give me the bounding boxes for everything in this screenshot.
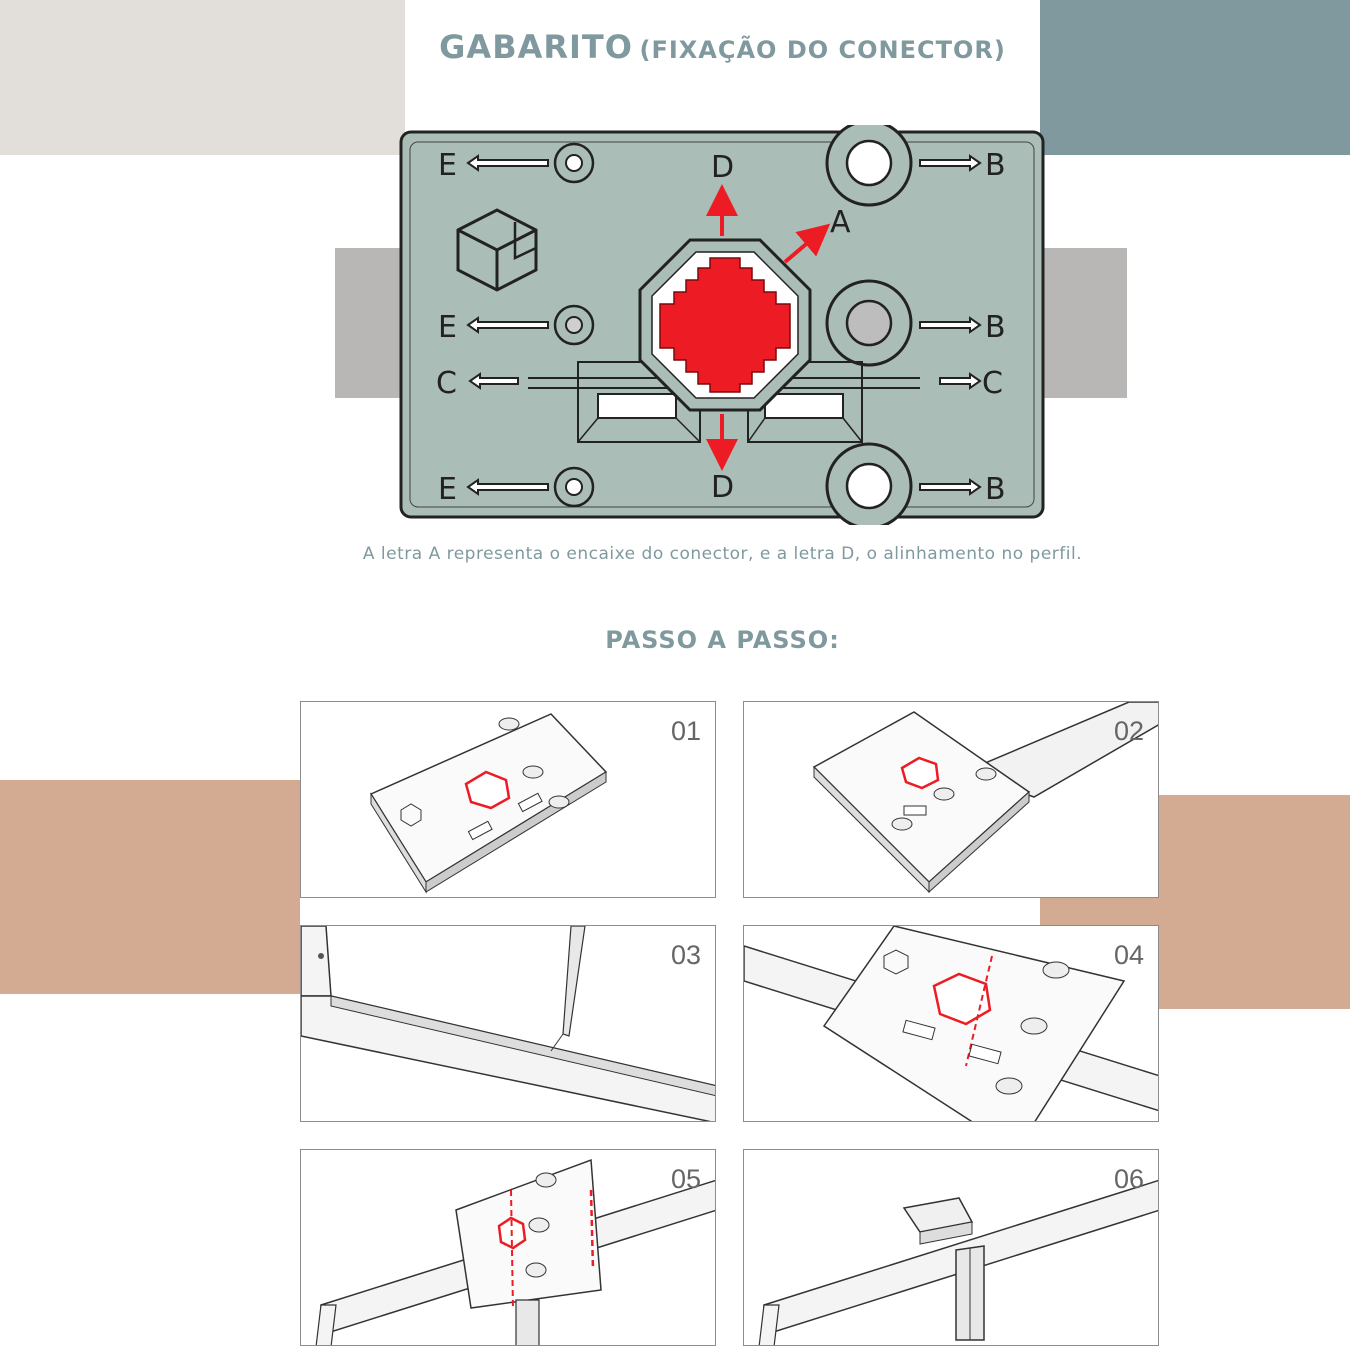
step-panel-06: 06 bbox=[743, 1149, 1159, 1346]
label-e: E bbox=[438, 472, 457, 507]
label-c: C bbox=[982, 366, 1003, 401]
step-05-illustration bbox=[315, 1158, 715, 1345]
label-b: B bbox=[985, 148, 1006, 183]
step-number: 05 bbox=[670, 1164, 701, 1194]
slot-left bbox=[597, 393, 677, 419]
grey-background-block-right bbox=[1042, 248, 1127, 398]
step-panel-05: 05 bbox=[300, 1149, 716, 1346]
label-e: E bbox=[438, 148, 457, 183]
step-03-illustration bbox=[301, 926, 715, 1121]
label-d-bottom: D bbox=[711, 470, 734, 505]
steps-heading: PASSO A PASSO: bbox=[605, 626, 840, 654]
grey-background-block-left bbox=[335, 248, 405, 398]
label-e: E bbox=[438, 310, 457, 345]
step-02-illustration bbox=[812, 702, 1158, 894]
title-detail: (FIXAÇÃO DO CONECTOR) bbox=[639, 36, 1006, 64]
step-panel-03: 03 bbox=[300, 925, 716, 1122]
step-01-illustration bbox=[369, 713, 608, 894]
small-hole bbox=[553, 142, 595, 184]
template-caption: A letra A representa o encaixe do conect… bbox=[362, 544, 1083, 564]
step-number: 04 bbox=[1113, 940, 1144, 970]
step-panel-04: 04 bbox=[743, 925, 1159, 1122]
teal-background-block bbox=[1040, 0, 1350, 155]
cube-logo-icon bbox=[456, 208, 538, 292]
step-number: 01 bbox=[670, 716, 701, 746]
label-a: A bbox=[830, 205, 851, 240]
connector-cross-red bbox=[659, 257, 791, 393]
title-main: GABARITO bbox=[439, 28, 633, 66]
small-hole bbox=[553, 466, 595, 508]
step-number: 03 bbox=[670, 940, 701, 970]
template-diagram: E E E C B B B C D D A bbox=[399, 125, 1045, 525]
beige-background-block bbox=[0, 0, 405, 155]
step-panel-01: 01 bbox=[300, 701, 716, 898]
label-b: B bbox=[985, 472, 1006, 507]
step-04-illustration bbox=[744, 926, 1158, 1121]
guide-boss bbox=[825, 279, 913, 367]
page-title: GABARITO (FIXAÇÃO DO CONECTOR) bbox=[405, 28, 1040, 66]
guide-boss bbox=[825, 442, 913, 525]
label-b: B bbox=[985, 310, 1006, 345]
salmon-background-block-left bbox=[0, 780, 300, 994]
step-number: 02 bbox=[1113, 716, 1144, 746]
arrow-a bbox=[783, 223, 831, 264]
label-d-top: D bbox=[711, 150, 734, 185]
guide-boss bbox=[825, 125, 913, 207]
step-number: 06 bbox=[1113, 1164, 1144, 1194]
step-panel-02: 02 bbox=[743, 701, 1159, 898]
step-06-illustration bbox=[758, 1179, 1158, 1345]
slot-right bbox=[764, 393, 844, 419]
label-c: C bbox=[436, 366, 457, 401]
small-hole bbox=[553, 304, 595, 346]
